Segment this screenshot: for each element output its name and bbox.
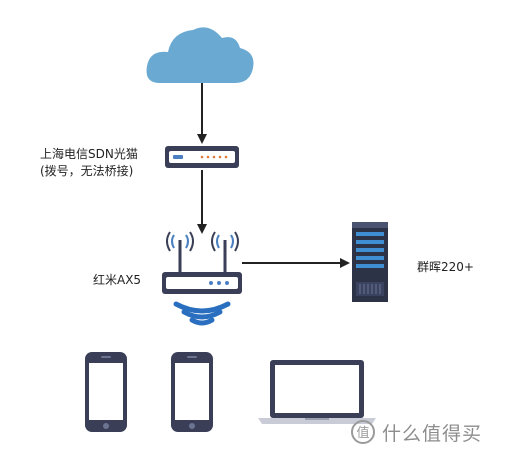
laptop-icon	[258, 360, 376, 424]
cloud-icon	[146, 27, 254, 83]
router-label: 红米AX5	[93, 273, 142, 287]
smzdm-logo-icon: 值	[351, 420, 375, 444]
modem-icon	[165, 146, 239, 168]
watermark: 值 什么值得买	[350, 417, 482, 447]
modem-label: 上海电信SDN光猫	[40, 147, 138, 161]
svg-text:值: 值	[356, 425, 369, 441]
watermark-text: 什么值得买	[382, 422, 483, 445]
server-icon	[352, 222, 388, 302]
router-icon	[162, 231, 242, 294]
phone-icon	[85, 352, 127, 432]
nas-label: 群晖220+	[417, 260, 474, 274]
phone-icon	[171, 352, 213, 432]
modem-note: (拨号，无法桥接)	[40, 164, 134, 178]
wifi-signal-icon	[173, 301, 231, 326]
